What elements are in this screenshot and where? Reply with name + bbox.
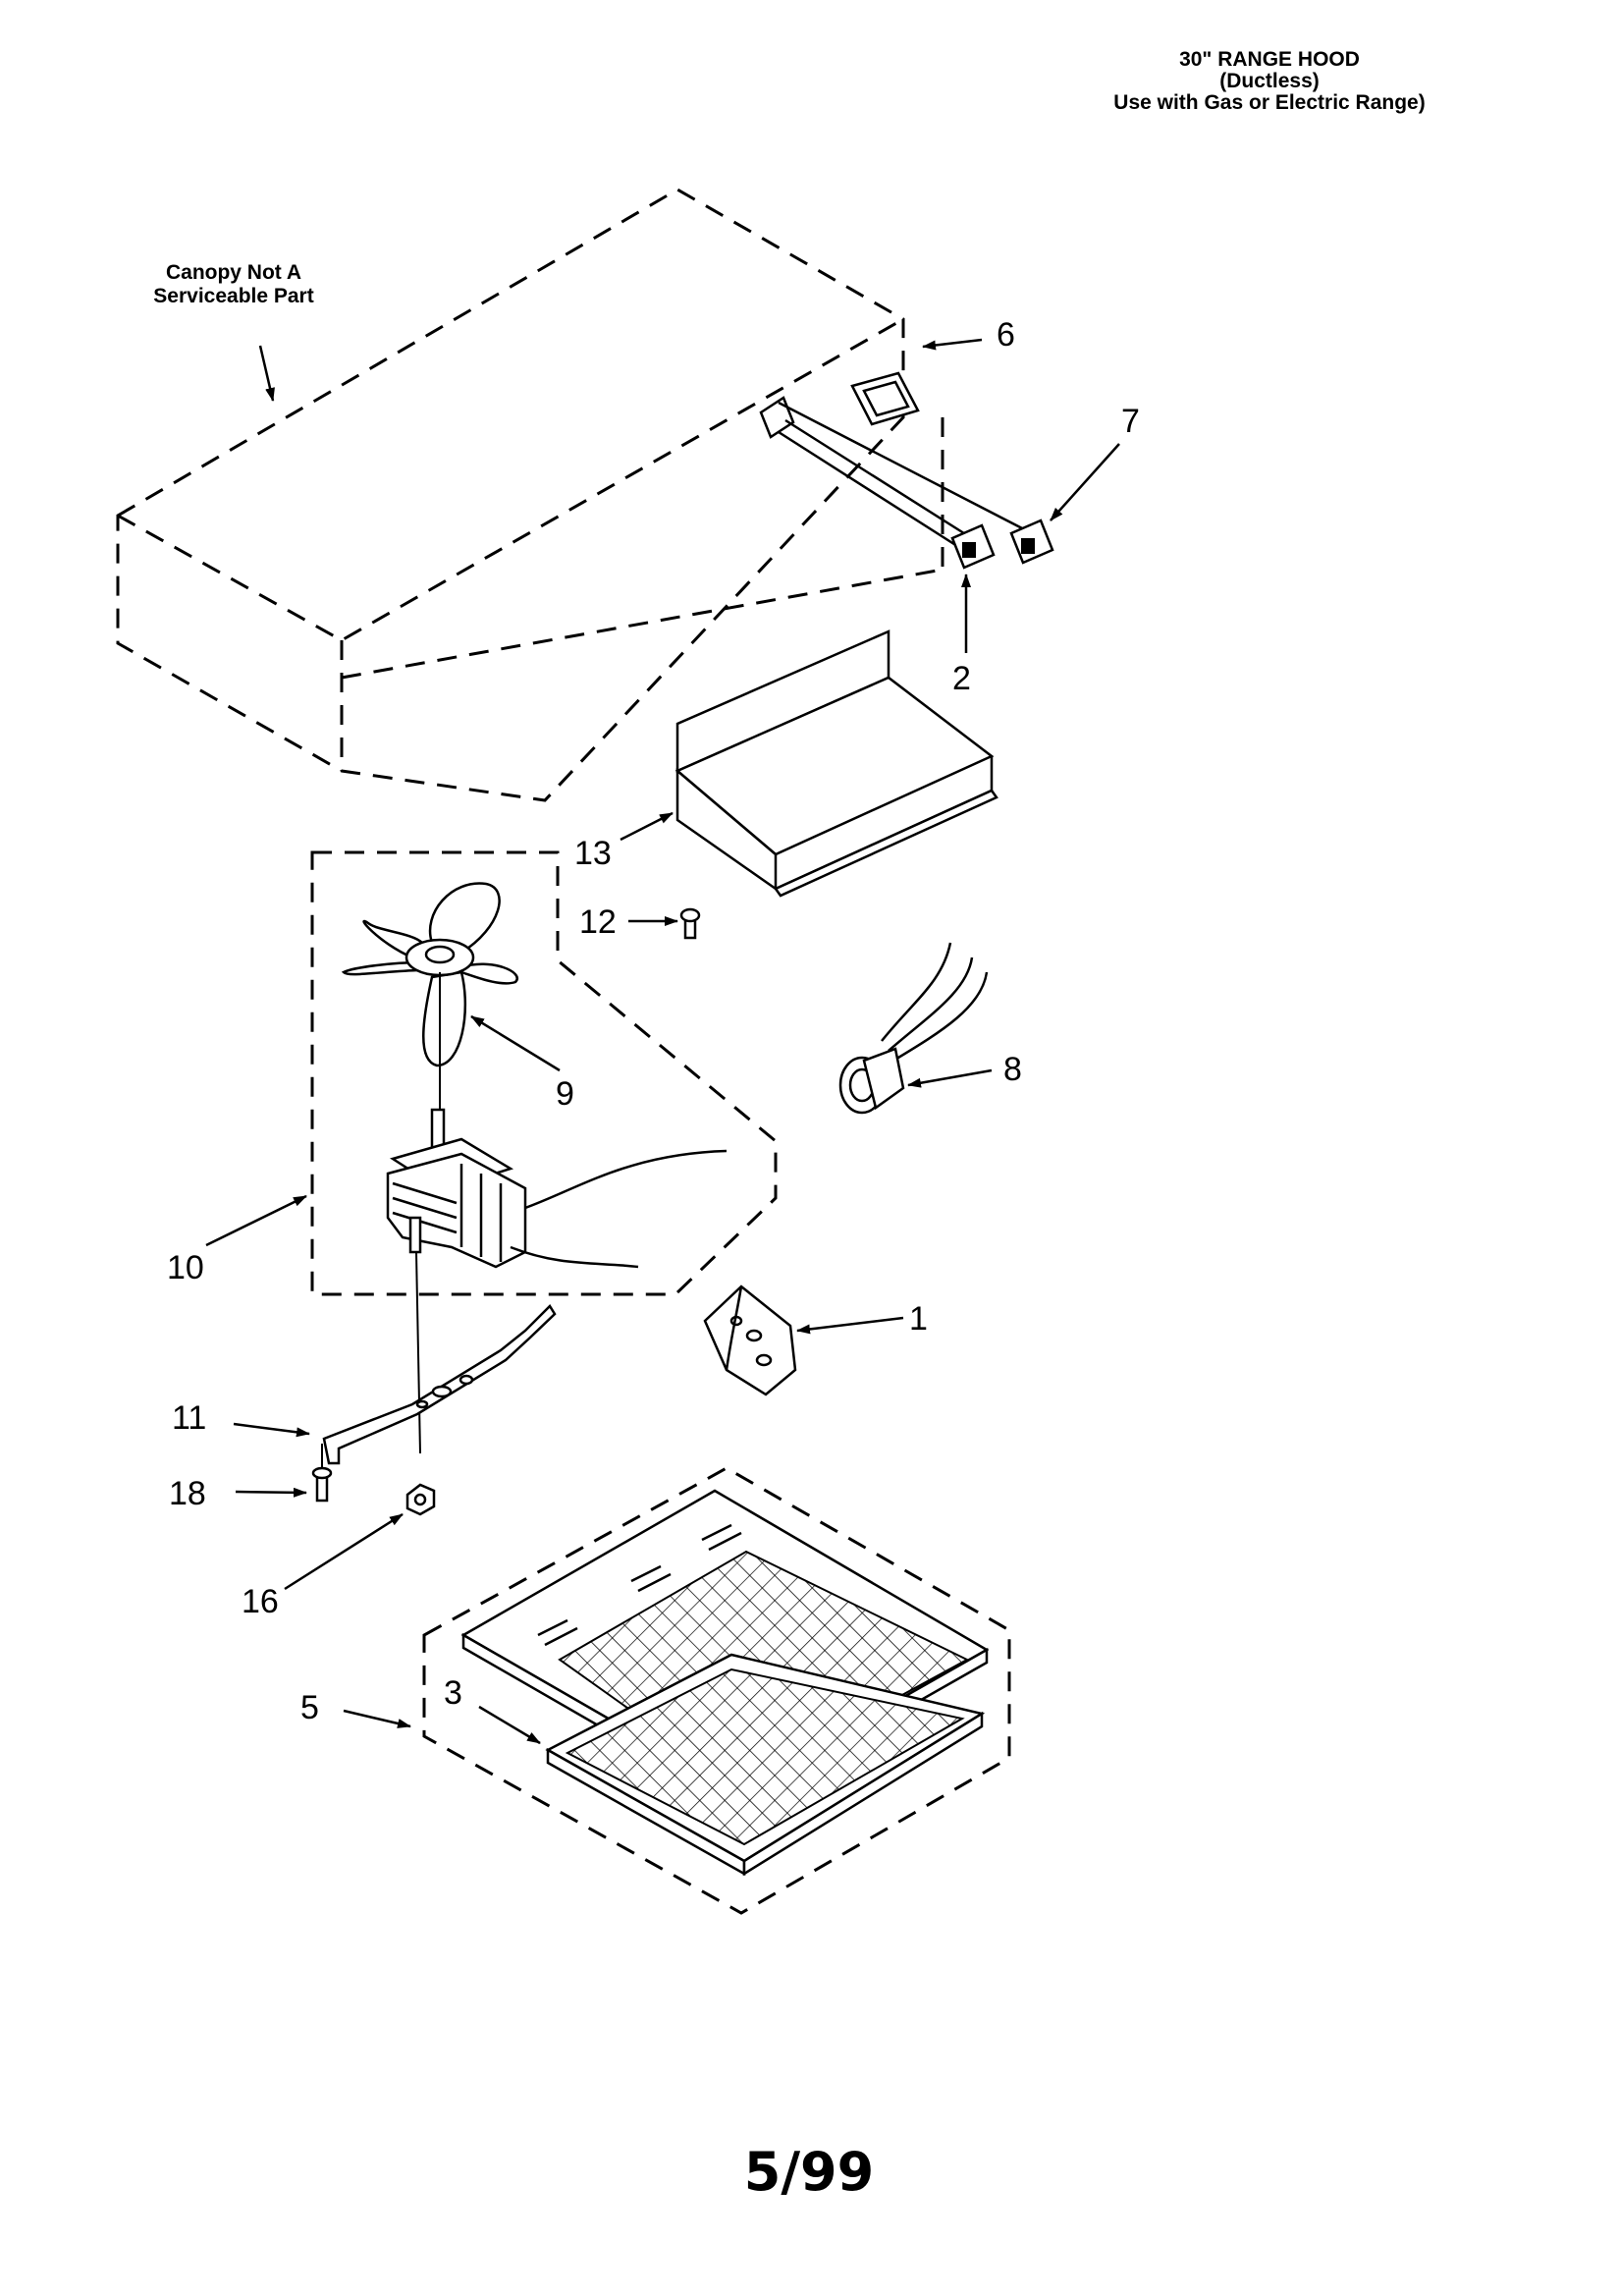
part-8-socket [838,942,989,1115]
switch-bracket [759,396,1027,550]
part-2-switch [950,523,996,570]
callout-9: 9 [556,1075,574,1113]
callout-5: 5 [300,1689,319,1726]
leader-6 [922,338,983,351]
canopy-note-line-2: Serviceable Part [153,285,314,307]
callout-16: 16 [242,1583,279,1620]
part-11-bracket [322,1304,557,1465]
callout-7: 7 [1121,403,1140,440]
canopy-note-line-1: Canopy Not A [165,261,302,284]
header-subtitle: (Ductless) [1219,70,1320,92]
part-13-baffle [674,629,998,898]
canopy-note: Canopy Not A Serviceable Part [116,261,351,308]
canopy-leader [258,345,275,402]
header-usage: Use with Gas or Electric Range) [1113,91,1426,114]
leader-18 [235,1487,307,1498]
callout-10: 10 [167,1249,204,1286]
callout-12: 12 [579,903,617,941]
callout-18: 18 [169,1475,206,1512]
callout-6: 6 [997,316,1015,354]
part-6-label-plate [850,371,920,426]
motor [386,1108,728,1454]
part-1-clip [703,1285,797,1396]
leader-1 [796,1316,904,1335]
page-number: 5/99 [743,2141,875,2203]
callout-8: 8 [1003,1051,1022,1088]
part-3-charcoal-filter [545,1653,986,1877]
leader-9 [470,1014,561,1072]
leader-13 [620,811,674,842]
part-12-screw [679,907,701,940]
part-18-screw [311,1444,333,1503]
header-title: 30" RANGE HOOD [1179,48,1360,71]
callout-1: 1 [909,1300,928,1338]
callout-11: 11 [172,1399,206,1437]
leader-3 [478,1705,541,1745]
leader-7 [1050,443,1120,521]
leader-8 [907,1068,993,1088]
leader-16 [284,1512,404,1591]
canopy-outline [116,188,944,802]
part-10-motor-assembly-outline [310,850,778,1296]
callout-3: 3 [444,1674,462,1712]
callout-2: 2 [952,660,971,697]
diagram-header: 30" RANGE HOOD (Ductless) Use with Gas o… [1014,49,1525,114]
part-5-filter-assembly-outline [422,1466,1011,1915]
part-9-fan-blade [341,882,518,1110]
leader-10 [205,1194,307,1247]
part-16-nut [405,1483,436,1516]
callout-13: 13 [574,835,612,872]
leader-11 [233,1422,310,1438]
leader-5 [343,1709,411,1728]
part-7-switch [1009,519,1054,565]
